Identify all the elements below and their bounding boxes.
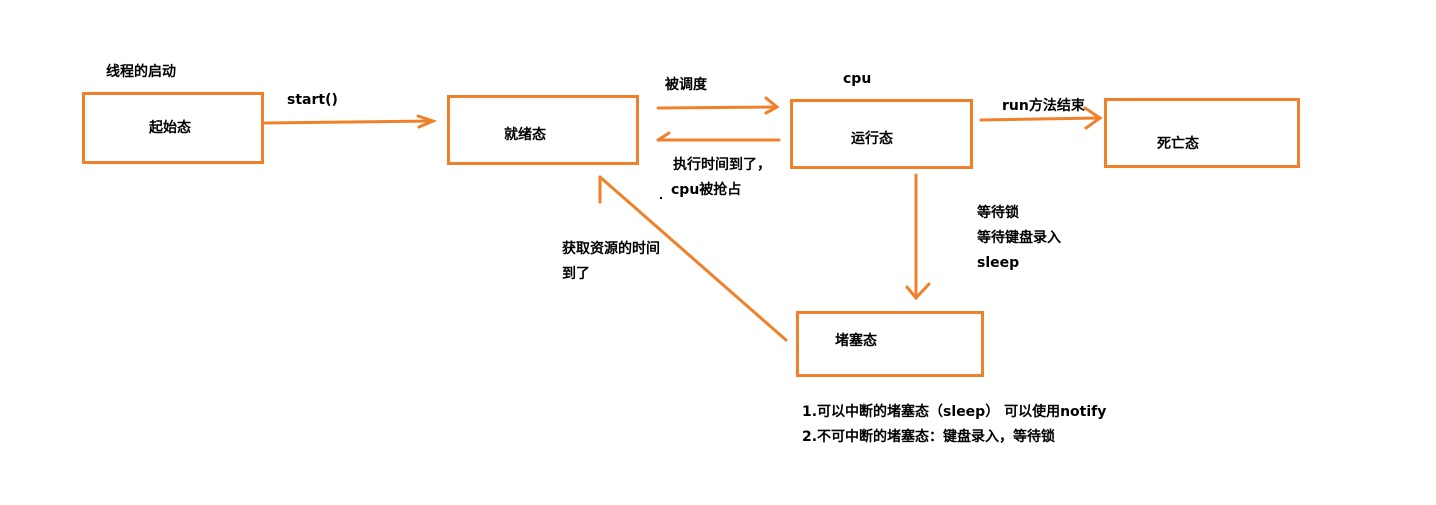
edge-label-preempted: 执行时间到了， cpu被抢占 — [671, 153, 771, 203]
edge-label-preempted-line2: cpu被抢占 — [671, 182, 742, 198]
state-label-dead: 死亡态 — [1157, 136, 1199, 152]
state-label-ready: 就绪态 — [504, 127, 546, 143]
state-box-running: 运行态 — [790, 99, 973, 169]
note-item: 1.可以中断的堵塞态（sleep） 可以使用notify — [802, 404, 1107, 420]
arrow-run-end — [979, 106, 1103, 130]
edge-label-resource-line1: 获取资源的时间 — [562, 241, 660, 257]
arrow-scheduled — [656, 96, 780, 115]
arrow-start — [262, 114, 438, 129]
state-box-ready: 就绪态 — [447, 95, 639, 165]
stray-dot — [660, 197, 662, 199]
edge-label-block-reasons: 等待锁 等待键盘录入 sleep — [977, 201, 1061, 276]
block-reason-item: 等待锁 — [977, 205, 1019, 221]
edge-label-run-end: run方法结束 — [1002, 98, 1085, 114]
edge-label-resource-line2: 到了 — [562, 266, 590, 282]
state-box-blocked: 堵塞态 — [796, 311, 984, 377]
notes: 1.可以中断的堵塞态（sleep） 可以使用notify 2.不可中断的堵塞态：… — [802, 400, 1106, 450]
state-box-initial: 起始态 — [82, 92, 264, 164]
state-box-dead: 死亡态 — [1104, 98, 1300, 168]
edge-label-start: start() — [287, 92, 338, 108]
edge-label-resource: 获取资源的时间 到了 — [562, 237, 660, 287]
block-reason-item: sleep — [977, 255, 1020, 271]
edge-label-preempted-line1: 执行时间到了， — [673, 157, 771, 173]
edge-label-cpu: cpu — [843, 71, 872, 87]
state-label-initial: 起始态 — [149, 120, 191, 136]
arrow-resource — [598, 175, 788, 342]
state-label-running: 运行态 — [851, 131, 893, 147]
state-label-blocked: 堵塞态 — [835, 333, 877, 349]
diagram-title: 线程的启动 — [106, 64, 176, 80]
arrow-preempted — [656, 131, 781, 142]
arrow-block — [905, 173, 931, 301]
note-item: 2.不可中断的堵塞态：键盘录入，等待锁 — [802, 429, 1056, 445]
block-reason-item: 等待键盘录入 — [977, 230, 1061, 246]
edge-label-scheduled: 被调度 — [665, 77, 707, 93]
